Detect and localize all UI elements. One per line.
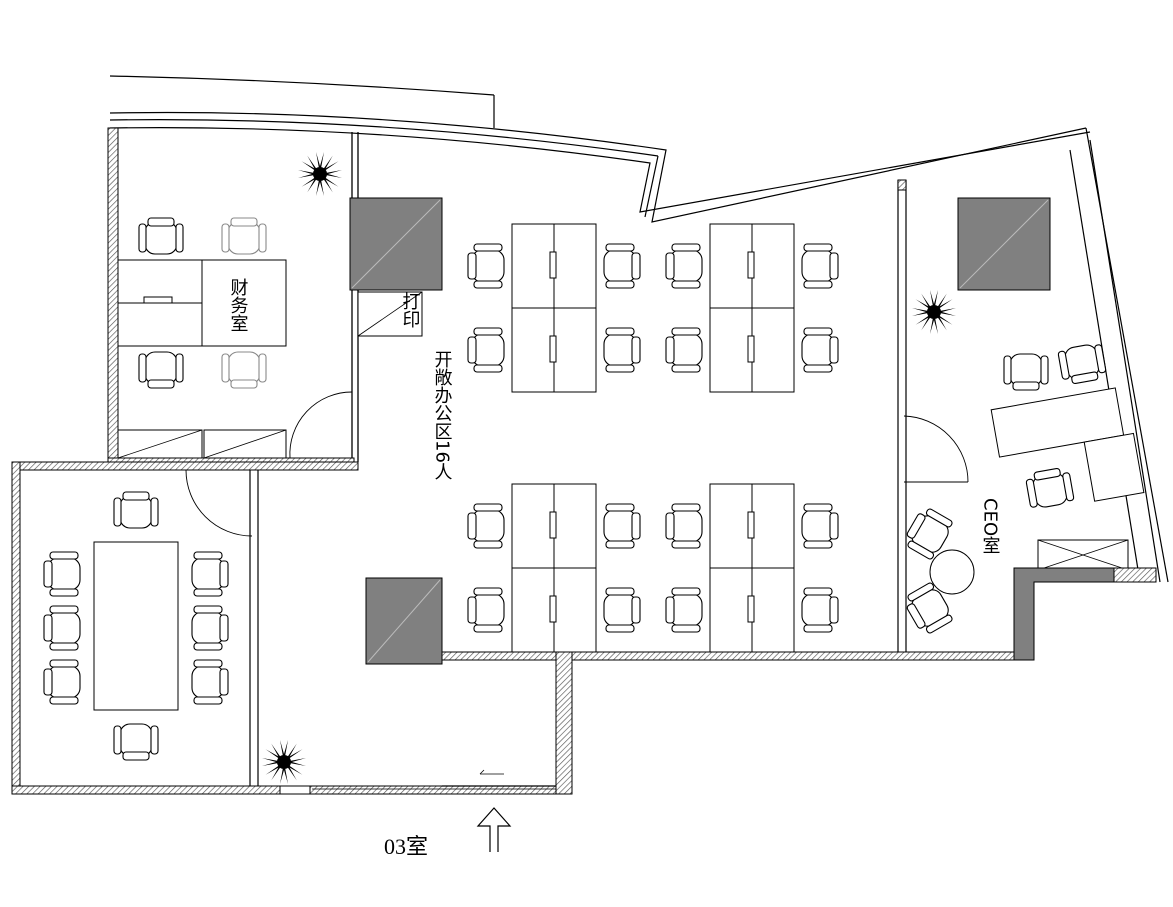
print-area: 打印 xyxy=(349,197,443,337)
ceo-room-label: CEO室 xyxy=(980,498,1001,554)
entrance: 03室 xyxy=(279,769,556,859)
print-area-label: 打印 xyxy=(400,292,421,328)
unit-label: 03室 xyxy=(384,834,428,859)
open-office-label: 开敞办公区16人 xyxy=(432,350,453,481)
open-office: 开敞办公区16人 xyxy=(365,223,1015,795)
ceo-room: CEO室 xyxy=(897,179,1157,661)
finance-room-label: 财务室 xyxy=(228,278,249,332)
finance-room: 财务室 xyxy=(107,127,359,467)
entry-arrow-icon xyxy=(476,807,512,852)
